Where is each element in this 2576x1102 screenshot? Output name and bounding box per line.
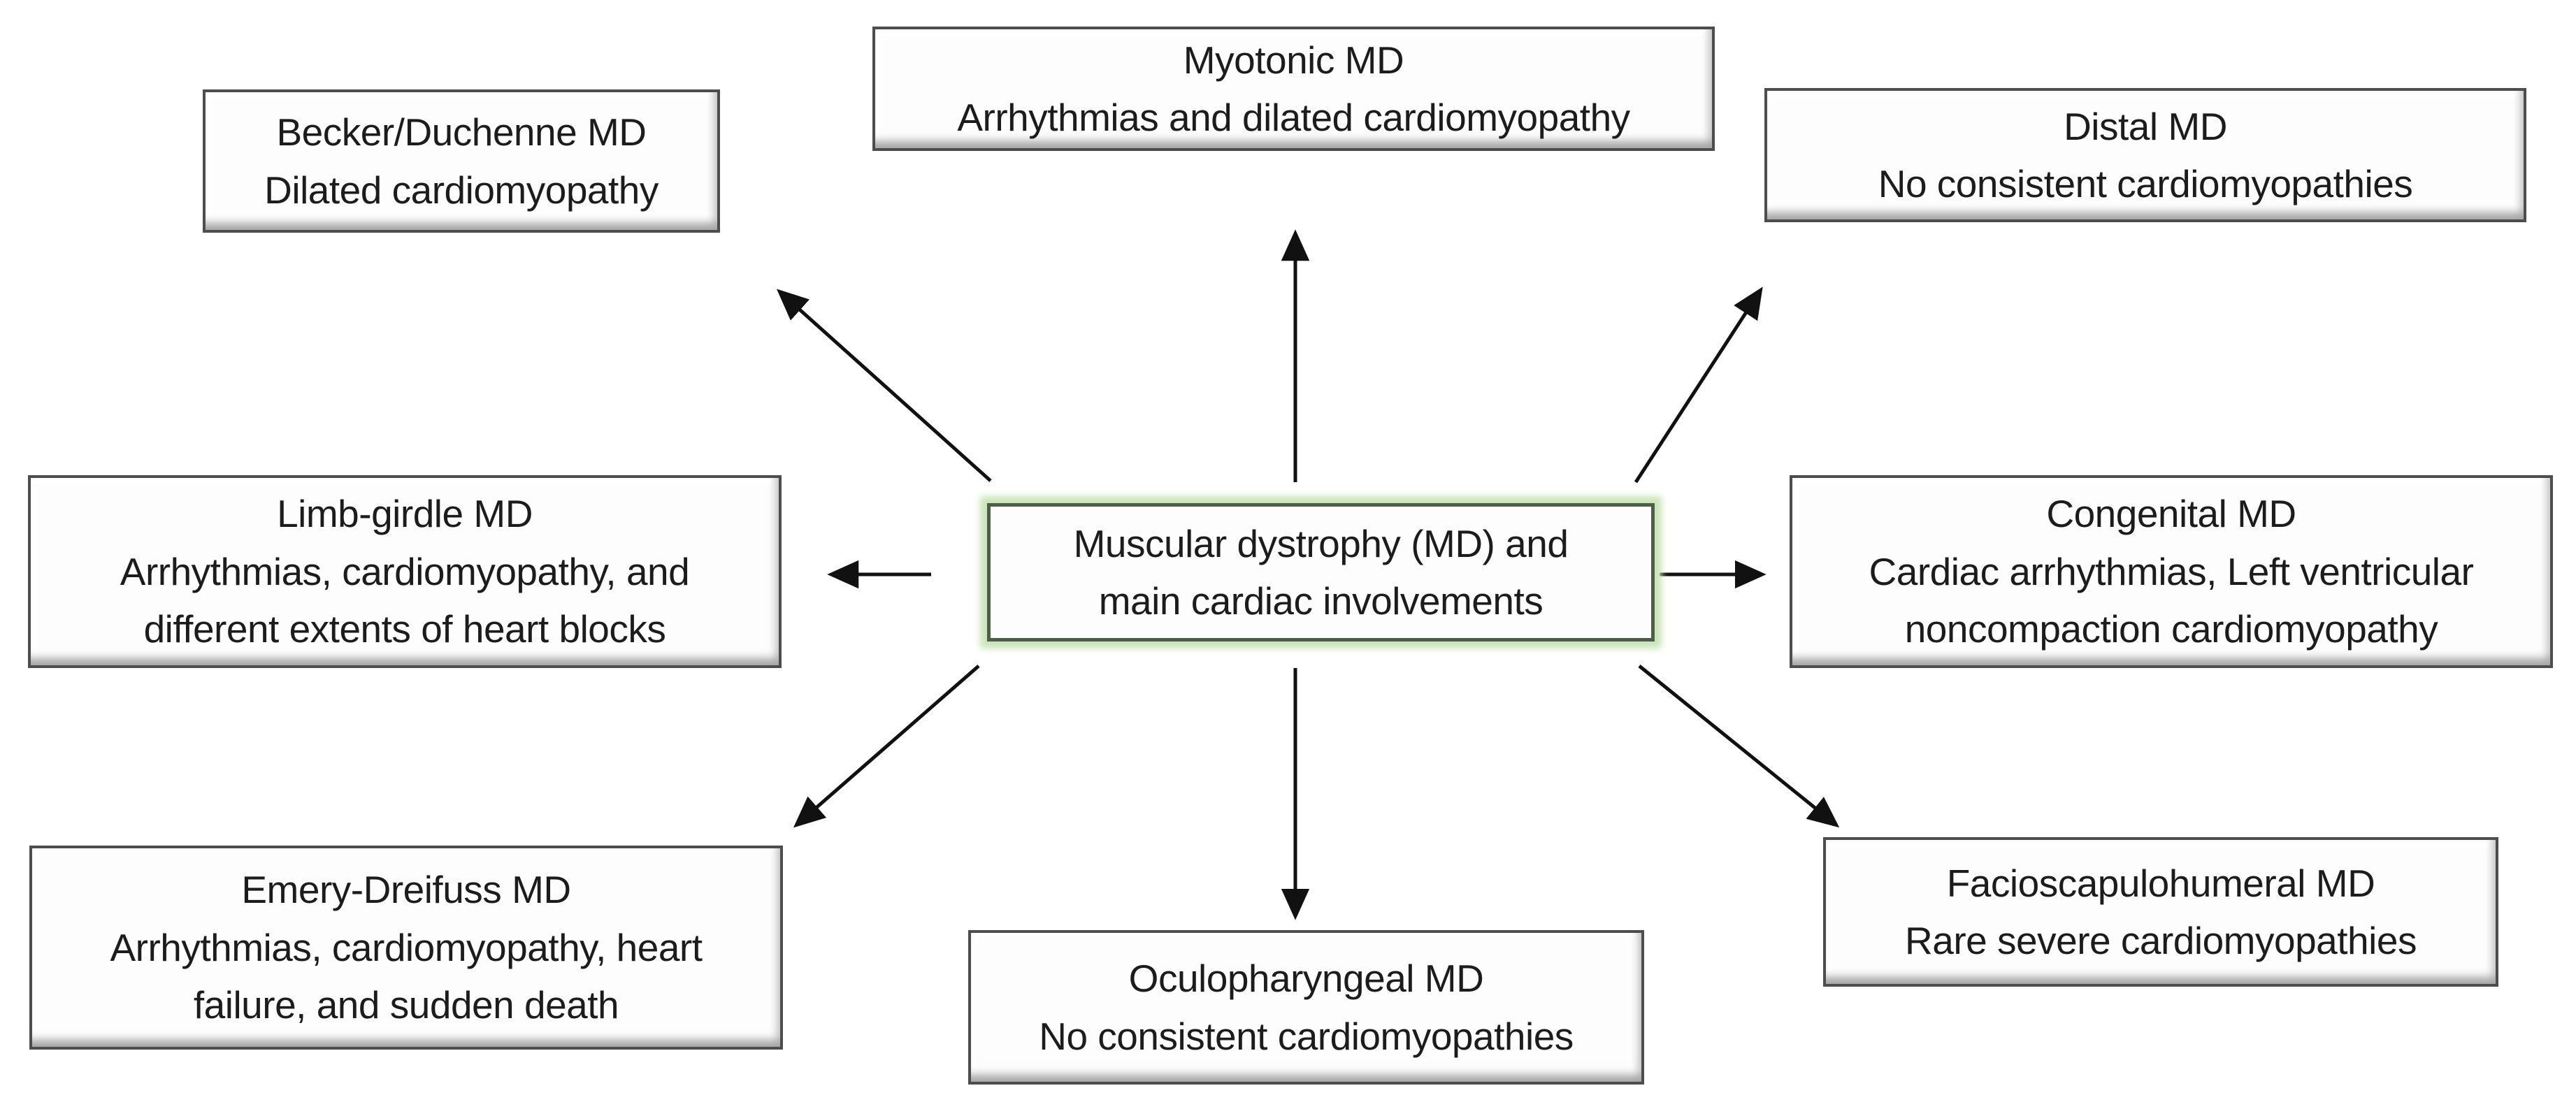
node-title: Limb-girdle MD [277, 492, 533, 536]
arrow-down-left [793, 665, 980, 828]
node-detail: Arrhythmias and dilated cardiomyopathy [957, 96, 1630, 139]
node-title: Becker/Duchenne MD [276, 110, 647, 154]
node-congenital: Congenital MD Cardiac arrhythmias, Left … [1790, 475, 2553, 668]
node-detail: Cardiac arrhythmias, Left ventricular no… [1869, 549, 2474, 651]
node-detail: Rare severe cardiomyopathies [1905, 919, 2417, 962]
node-detail: No consistent cardiomyopathies [1039, 1014, 1574, 1058]
center-node-text: Muscular dystrophy (MD) and main cardiac… [1073, 521, 1569, 623]
node-myotonic: Myotonic MD Arrhythmias and dilated card… [872, 27, 1715, 151]
arrow-up-right [1634, 287, 1763, 484]
node-facioscapulohumeral: Facioscapulohumeral MD Rare severe cardi… [1823, 837, 2498, 987]
node-title: Facioscapulohumeral MD [1946, 861, 2375, 905]
node-limb-girdle: Limb-girdle MD Arrhythmias, cardiomyopat… [28, 475, 782, 668]
node-title: Oculopharyngeal MD [1128, 957, 1484, 1000]
node-becker-duchenne: Becker/Duchenne MD Dilated cardiomyopath… [203, 89, 720, 233]
node-detail: No consistent cardiomyopathies [1878, 162, 2413, 205]
node-title: Distal MD [2064, 104, 2227, 148]
node-detail: Arrhythmias, cardiomyopathy, and differe… [120, 549, 690, 651]
node-detail: Arrhythmias, cardiomyopathy, heart failu… [110, 925, 703, 1027]
node-center: Muscular dystrophy (MD) and main cardiac… [987, 503, 1655, 641]
arrow-down-right [1638, 665, 1840, 828]
node-title: Myotonic MD [1183, 38, 1404, 82]
node-title: Emery-Dreifuss MD [241, 868, 571, 912]
arrow-up-left [776, 289, 992, 482]
node-distal: Distal MD No consistent cardiomyopathies [1764, 88, 2526, 222]
node-oculopharyngeal: Oculopharyngeal MD No consistent cardiom… [968, 930, 1644, 1085]
node-detail: Dilated cardiomyopathy [264, 168, 659, 212]
node-title: Congenital MD [2046, 492, 2296, 536]
node-emery-dreifuss: Emery-Dreifuss MD Arrhythmias, cardiomyo… [29, 846, 783, 1050]
